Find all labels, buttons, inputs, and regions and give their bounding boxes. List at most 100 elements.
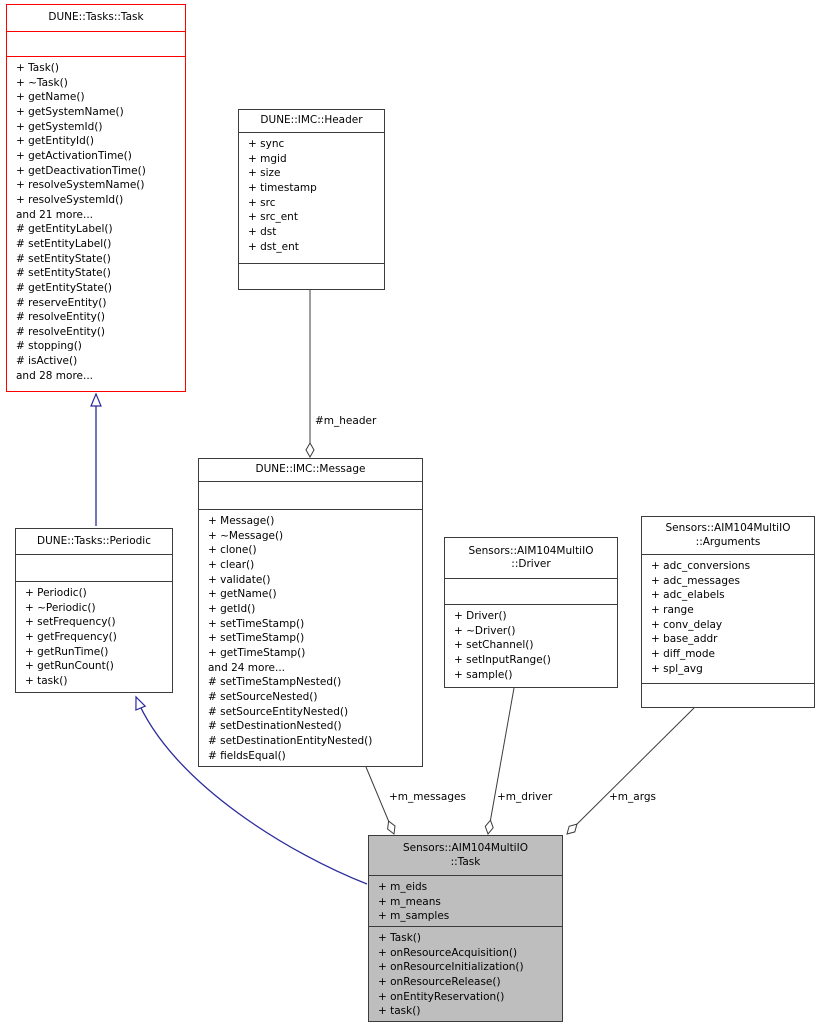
class-member: # setSourceEntityNested() <box>208 705 349 718</box>
class-member: + onResourceInitialization() <box>378 961 524 974</box>
attributes-compartment: + adc_conversions + adc_messages + adc_ela… <box>642 554 814 683</box>
class-member: + getEntityId() <box>16 135 94 148</box>
class-member: + setChannel() <box>454 639 534 652</box>
class-member: + getRunTime() <box>25 645 109 658</box>
class-member: # reserveEntity() <box>16 296 107 309</box>
class-member: + task() <box>378 1005 421 1018</box>
class-member: # isActive() <box>16 355 78 368</box>
attributes-compartment: + m_eids + m_means + m_samples <box>369 875 562 926</box>
class-member: # getEntityLabel() <box>16 223 113 236</box>
class-title: Sensors::AIM104MultiIO ::Arguments <box>665 522 791 548</box>
class-member: # setDestinationNested() <box>208 720 342 733</box>
class-member: + m_samples <box>378 910 450 923</box>
class-member: + src <box>248 196 276 209</box>
class-member: + base_addr <box>651 633 718 646</box>
attributes-compartment: + sync+ mgid+ size+ timestamp+ src+ src_… <box>239 132 384 263</box>
class-title: DUNE::Tasks::Periodic <box>37 534 151 547</box>
class-member: + m_means <box>378 895 441 908</box>
class-member: + spl_avg <box>651 662 703 675</box>
class-member: # setEntityState() <box>16 267 111 280</box>
class-node-dune-imc-header[interactable]: DUNE::IMC::Header + sync+ mgid+ size+ ti… <box>238 109 385 290</box>
class-member: + src_ent <box>248 211 298 224</box>
class-member: + ~Driver() <box>454 624 516 637</box>
class-member: + getDeactivationTime() <box>16 164 146 177</box>
edge-label-m-driver: +m_driver <box>497 791 553 803</box>
class-member: + getActivationTime() <box>16 149 132 162</box>
class-member: + timestamp <box>248 181 317 194</box>
class-member: + size <box>248 167 281 180</box>
class-member: + resolveSystemId() <box>16 193 124 206</box>
class-member: # setEntityState() <box>16 252 111 265</box>
class-member: + mgid <box>248 152 287 165</box>
class-member: + adc_messages <box>651 574 740 587</box>
edge-label-m-messages: +m_messages <box>389 791 466 803</box>
class-node-sensors-aim104multiio-task[interactable]: Sensors::AIM104MultiIO ::Task + m_eids+ … <box>368 835 563 1022</box>
class-member: # setEntityLabel() <box>16 237 112 250</box>
class-member: and 21 more... <box>16 208 94 221</box>
attributes-compartment <box>445 578 617 604</box>
class-member: # getEntityState() <box>16 281 113 294</box>
class-member: + diff_mode <box>651 647 715 660</box>
class-member: + getName() <box>208 588 277 601</box>
class-member: + onResourceRelease() <box>378 975 501 988</box>
class-member: # stopping() <box>16 340 82 353</box>
class-member: and 24 more... <box>208 661 286 674</box>
class-member: + clear() <box>208 558 255 571</box>
class-node-dune-tasks-task[interactable]: DUNE::Tasks::Task + Task()+ ~Task()+ get… <box>6 4 186 392</box>
class-member: and 28 more... <box>16 369 94 382</box>
methods-compartment <box>642 683 814 707</box>
class-member: + validate() <box>208 573 271 586</box>
class-title: Sensors::AIM104MultiIO ::Driver <box>468 544 594 571</box>
class-member: + onEntityReservation() <box>378 990 505 1003</box>
methods-compartment: + Periodic() + ~Periodic() + setFrequency(… <box>16 581 172 692</box>
methods-compartment: + Message()+ ~Message()+ clone()+ clear(… <box>199 509 422 766</box>
class-node-dune-tasks-periodic[interactable]: DUNE::Tasks::Periodic + Periodic()+ ~Per… <box>15 528 173 693</box>
class-member: + setTimeStamp() <box>208 617 305 630</box>
edge-aggregation-m-args <box>566 707 695 835</box>
class-member: + dst <box>248 225 277 238</box>
class-member: + getSystemId() <box>16 120 103 133</box>
attributes-compartment <box>16 554 172 581</box>
methods-compartment: + Task()+ onResourceAcquisition()+ onRes… <box>369 926 562 1021</box>
class-member: + adc_conversions <box>651 560 751 572</box>
class-member: + setInputRange() <box>454 653 551 666</box>
class-member: + Periodic() <box>25 587 87 599</box>
class-member: + range <box>651 603 694 616</box>
class-member: + conv_delay <box>651 618 723 631</box>
class-member: # resolveEntity() <box>16 325 106 338</box>
class-member: + Task() <box>378 932 421 944</box>
class-member: + Task() <box>16 62 59 74</box>
edge-label-m-header: #m_header <box>315 415 377 427</box>
class-member: + setFrequency() <box>25 616 116 629</box>
class-title: Sensors::AIM104MultiIO ::Task <box>403 842 528 868</box>
class-node-dune-imc-message[interactable]: DUNE::IMC::Message + Message()+ ~Message… <box>198 458 423 767</box>
methods-compartment <box>239 263 384 289</box>
class-member: + Driver() <box>454 610 507 622</box>
class-member: + ~Message() <box>208 529 284 542</box>
class-member: # setTimeStampNested() <box>208 676 342 689</box>
methods-compartment: + Driver() + ~Driver() + setChannel()+ set… <box>445 604 617 687</box>
methods-compartment: + Task()+ ~Task()+ getName()+ getSystemN… <box>7 56 185 391</box>
class-member: + ~Task() <box>16 76 68 89</box>
class-member: + getTimeStamp() <box>208 646 306 659</box>
edge-label-m-args: +m_args <box>609 791 656 803</box>
class-member: + resolveSystemName() <box>16 179 145 192</box>
class-node-sensors-aim104multiio-arguments[interactable]: Sensors::AIM104MultiIO ::Arguments + adc… <box>641 516 815 708</box>
class-title: DUNE::IMC::Header <box>260 114 363 127</box>
attributes-compartment <box>199 481 422 509</box>
class-member: + adc_elabels <box>651 589 725 602</box>
attributes-compartment <box>7 31 185 56</box>
class-member: + task() <box>25 674 68 687</box>
class-member: # setSourceNested() <box>208 690 318 703</box>
class-member: + getName() <box>16 91 85 104</box>
class-member: + getRunCount() <box>25 660 114 673</box>
class-member: # fieldsEqual() <box>208 749 286 762</box>
class-member: + getId() <box>208 602 256 615</box>
class-member: + m_eids <box>378 881 428 893</box>
class-member: # setDestinationEntityNested() <box>208 734 373 747</box>
class-member: + ~Periodic() <box>25 601 96 614</box>
class-node-sensors-aim104multiio-driver[interactable]: Sensors::AIM104MultiIO ::Driver + Driver… <box>444 537 618 688</box>
class-member: + setTimeStamp() <box>208 632 305 645</box>
class-member: + sample() <box>454 668 513 681</box>
